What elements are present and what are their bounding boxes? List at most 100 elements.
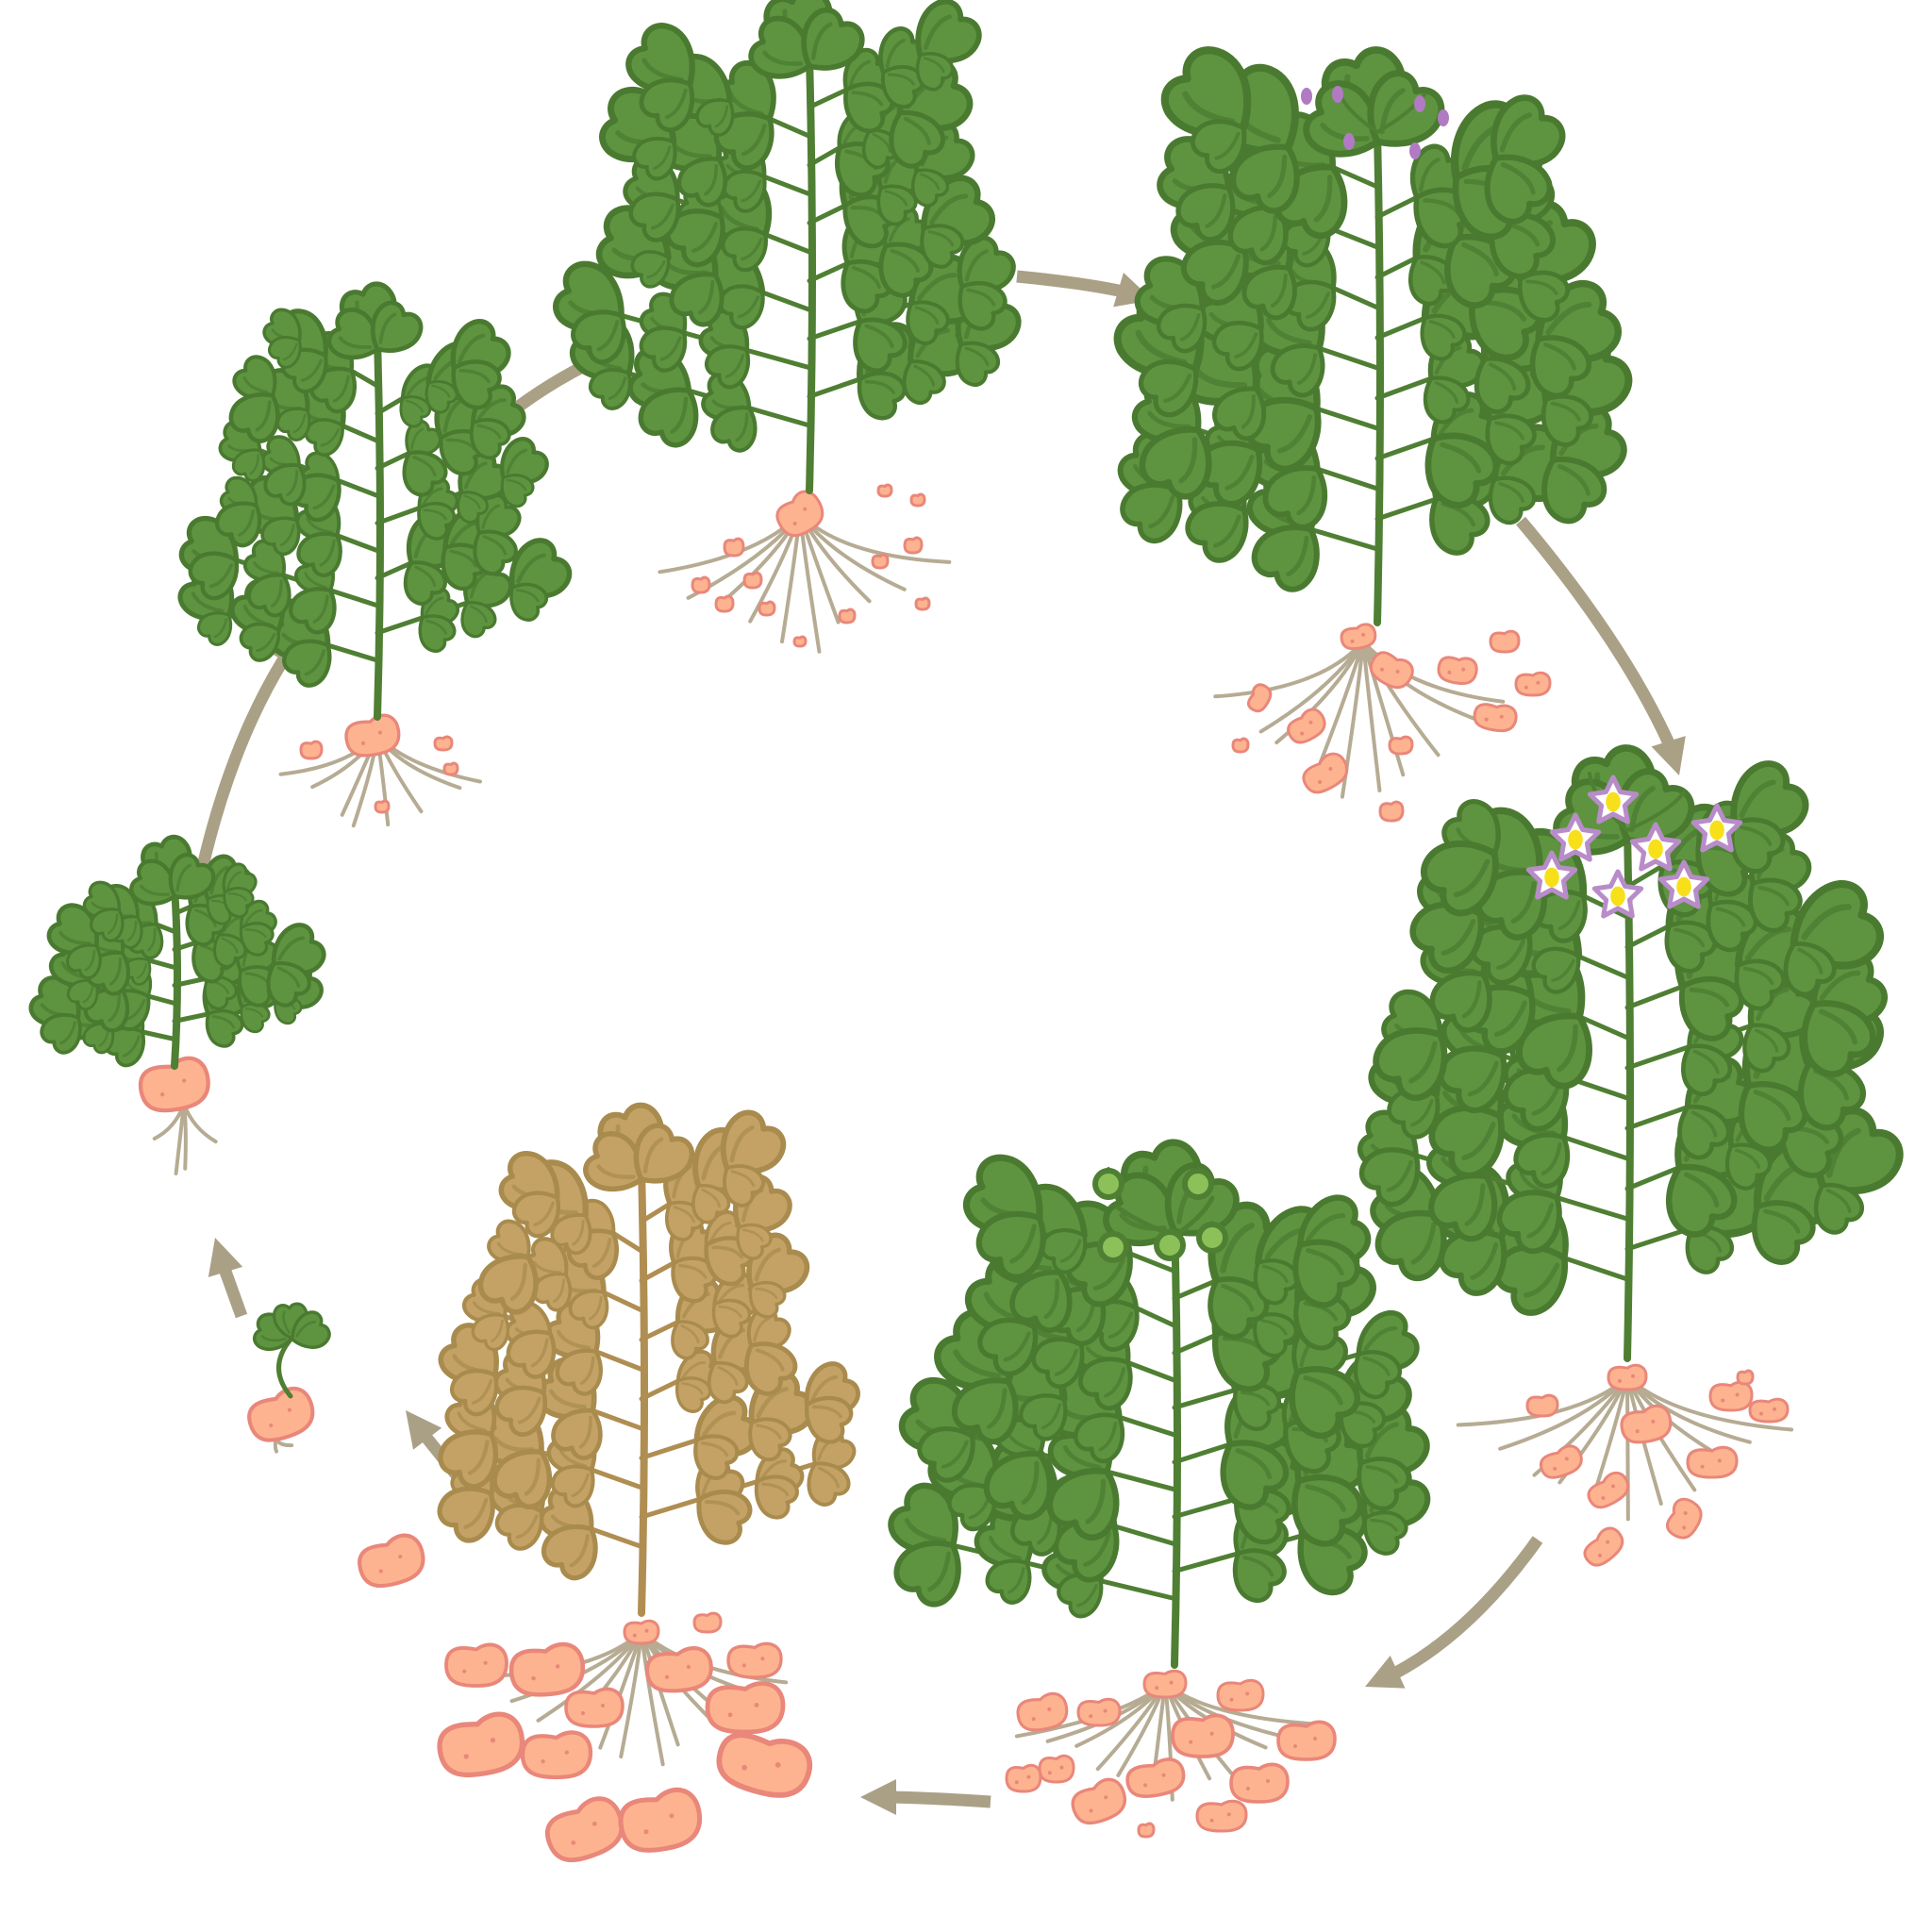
- leaf-icon: [1742, 1023, 1791, 1074]
- tuber-icon: [903, 536, 924, 555]
- tuber-icon: [1437, 656, 1478, 686]
- tuber-icon: [914, 596, 931, 611]
- leaf-icon: [633, 1123, 695, 1184]
- leaf-icon: [271, 923, 326, 975]
- tuber-icon: [520, 1730, 593, 1780]
- tuber-icon: [1071, 1777, 1126, 1825]
- flower-icon: [1591, 869, 1644, 919]
- leaf-icon: [291, 1310, 331, 1349]
- leaf-icon: [893, 1540, 961, 1607]
- tuber-icon: [723, 537, 745, 558]
- bud-icon: [1409, 142, 1421, 159]
- leaf-icon: [232, 355, 277, 400]
- tuber-icon: [545, 1796, 625, 1863]
- tuber-icon: [1287, 708, 1326, 744]
- leaf-icon: [1232, 1548, 1287, 1603]
- leaf-icon: [1270, 343, 1325, 398]
- arrow-head-icon: [860, 1779, 896, 1815]
- leaf-icon: [902, 359, 946, 406]
- leaf-icon: [958, 280, 1008, 331]
- leaf-icon: [983, 1450, 1053, 1521]
- leaf-icon: [1289, 1366, 1360, 1440]
- leaf-icon: [1253, 1258, 1300, 1306]
- leaf-icon: [1046, 1467, 1120, 1541]
- tuber-icon: [508, 1641, 585, 1697]
- flower-icon: [1549, 812, 1602, 862]
- bud-icon: [1343, 133, 1355, 150]
- stage-sprouting: Sprouting: [247, 1302, 331, 1454]
- leaf-icon: [1424, 432, 1500, 508]
- leaf-icon: [551, 1407, 603, 1460]
- arrow-growing-to-budding: [1016, 270, 1153, 308]
- tuber-icon: [838, 608, 857, 625]
- leaf-icon: [736, 1223, 773, 1260]
- leaf-icon: [1529, 335, 1592, 399]
- leaf-icon: [628, 192, 681, 242]
- leaf-icon: [718, 284, 765, 330]
- leaf-icon: [975, 1210, 1046, 1280]
- leaf-icon: [405, 419, 442, 457]
- leaf-icon: [1357, 1457, 1411, 1511]
- leaf-icon: [40, 1013, 82, 1055]
- tuber-icon: [645, 1646, 713, 1693]
- tuber-icon: [1142, 1669, 1188, 1699]
- leaf-icon: [639, 325, 688, 373]
- arrow-sprout-to-seedling: [208, 1238, 248, 1319]
- leaf-icon: [212, 933, 247, 969]
- tuber-icon: [716, 1732, 813, 1798]
- leaf-icon: [920, 224, 965, 269]
- leaf-icon: [228, 392, 280, 443]
- berry-icon: [1097, 1229, 1129, 1263]
- leaf-icon: [550, 1213, 592, 1256]
- leaf-icon: [289, 587, 337, 635]
- leaf-icon: [1292, 1239, 1360, 1308]
- tuber-icon: [909, 492, 926, 508]
- leaf-icon: [1185, 501, 1249, 563]
- flower-icon: [1525, 850, 1578, 900]
- tuber-icon: [1489, 629, 1521, 654]
- leaf-icon: [1484, 154, 1553, 225]
- leaf-icon: [711, 1298, 752, 1339]
- leaf-icon: [66, 978, 99, 1011]
- tuber-icon: [691, 575, 711, 594]
- tuber-icon: [1708, 1380, 1754, 1412]
- tuber-icon: [1583, 1526, 1624, 1567]
- leaf-icon: [748, 1280, 787, 1319]
- leaf-icon: [418, 614, 457, 653]
- berry-icon: [1182, 1166, 1214, 1200]
- leaf-icon: [693, 1434, 740, 1480]
- leaf-icon: [748, 15, 812, 79]
- tuber-icon: [1539, 1444, 1583, 1479]
- leaf-icon: [1706, 899, 1758, 953]
- leaf-icon: [1373, 1027, 1448, 1102]
- leaf-icon: [583, 1131, 644, 1192]
- tuber-icon: [876, 483, 893, 498]
- leaf-icon: [296, 531, 342, 577]
- leaf-icon: [1073, 1412, 1125, 1464]
- tuber-icon: [692, 1611, 723, 1634]
- tuber-icon: [1016, 1691, 1069, 1732]
- stage-tuber-initiation: Tuber initiation: [553, 0, 1022, 654]
- leaf-icon: [1420, 841, 1499, 917]
- leaf-icon: [1220, 1440, 1290, 1510]
- leaf-icon: [977, 1317, 1039, 1376]
- leaf-icon: [1541, 456, 1607, 525]
- leaf-icon: [1751, 1200, 1816, 1265]
- leaf-icon: [568, 1289, 609, 1330]
- leaf-icon: [754, 1474, 799, 1520]
- leaf-icon: [1180, 239, 1249, 306]
- leaf-icon: [951, 1377, 1019, 1445]
- tuber-icon: [1229, 1762, 1290, 1804]
- leaf-icon: [1474, 356, 1531, 415]
- leaf-icon: [630, 250, 671, 289]
- leaf-icon: [263, 463, 307, 507]
- tuber-icon: [1276, 1720, 1337, 1761]
- tuber-icon: [1473, 703, 1518, 733]
- leaf-icon: [532, 1272, 573, 1312]
- leaf-icon: [1208, 1276, 1270, 1340]
- leaf-icon: [805, 1395, 854, 1444]
- tuber-icon: [444, 1642, 508, 1688]
- leaf-icon: [1303, 80, 1381, 158]
- leaf-icon: [853, 317, 908, 374]
- tuber-icon: [1038, 1754, 1075, 1784]
